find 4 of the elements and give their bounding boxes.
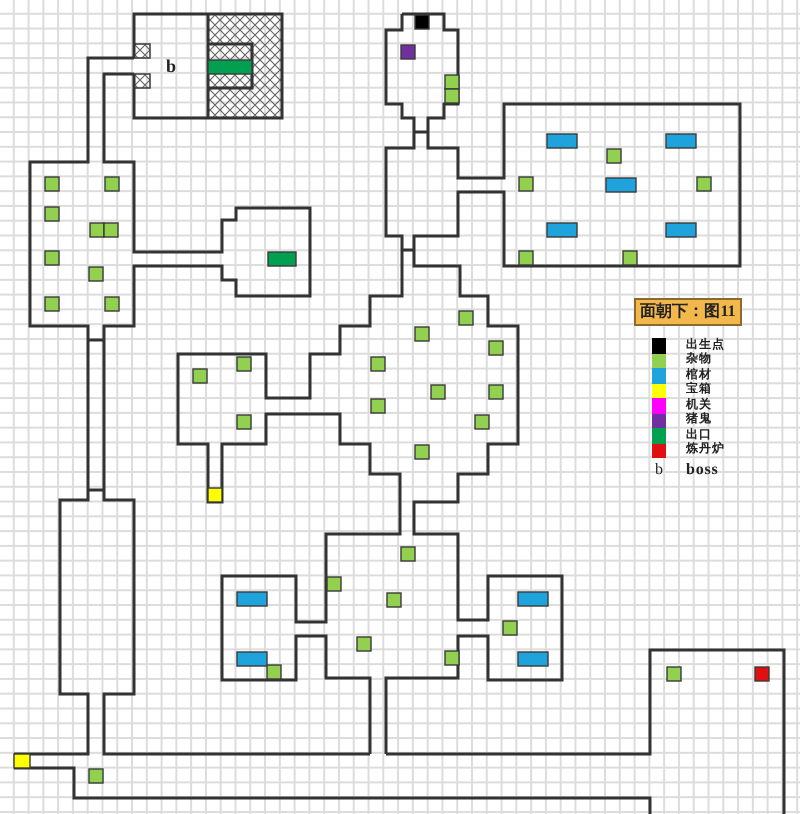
- legend-label: boss: [686, 461, 719, 477]
- legend-symbol: b: [653, 461, 665, 477]
- boss-letter: b: [166, 56, 177, 76]
- title-banner: 面朝下：图11: [634, 298, 742, 326]
